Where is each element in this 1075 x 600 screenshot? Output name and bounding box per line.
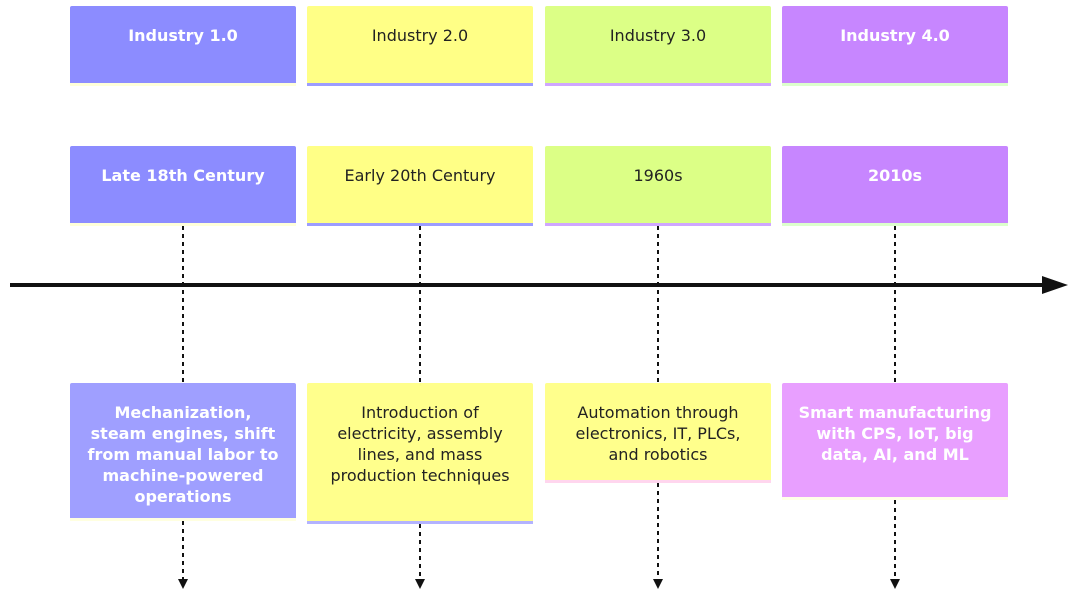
section-2-title: Industry 2.0: [371, 26, 469, 45]
event-4: Smart manufacturing with CPS, IoT, big d…: [782, 383, 1008, 500]
period-1: Late 18th Century: [70, 146, 296, 226]
timeline-axis: [10, 276, 1068, 294]
event-3-text: Automation through electronics, IT, PLCs…: [575, 403, 741, 464]
period-3-label: 1960s: [633, 166, 683, 185]
period-1-label: Late 18th Century: [101, 166, 265, 185]
section-4-title: Industry 4.0: [840, 26, 950, 45]
period-2: Early 20th Century: [307, 146, 533, 226]
period-4: 2010s: [782, 146, 1008, 226]
section-2-header: Industry 2.0: [307, 6, 533, 86]
period-2-label: Early 20th Century: [344, 166, 496, 185]
dashed-connectors: [178, 226, 900, 589]
event-4-text: Smart manufacturing with CPS, IoT, big d…: [798, 403, 992, 464]
event-2-text: Introduction of electricity, assembly li…: [330, 403, 510, 485]
section-3-header: Industry 3.0: [545, 6, 771, 86]
section-1-header: Industry 1.0: [70, 6, 296, 86]
section-3-title: Industry 3.0: [609, 26, 707, 45]
event-1-text: Mechanization, steam engines, shift from…: [87, 403, 279, 506]
section-1-title: Industry 1.0: [128, 26, 238, 45]
period-4-label: 2010s: [867, 166, 923, 185]
event-1: Mechanization, steam engines, shift from…: [70, 383, 296, 521]
axis-arrowhead: [1042, 276, 1068, 294]
period-3: 1960s: [545, 146, 771, 226]
event-2: Introduction of electricity, assembly li…: [307, 383, 533, 524]
section-4-header: Industry 4.0: [782, 6, 1008, 86]
event-3: Automation through electronics, IT, PLCs…: [545, 383, 771, 483]
